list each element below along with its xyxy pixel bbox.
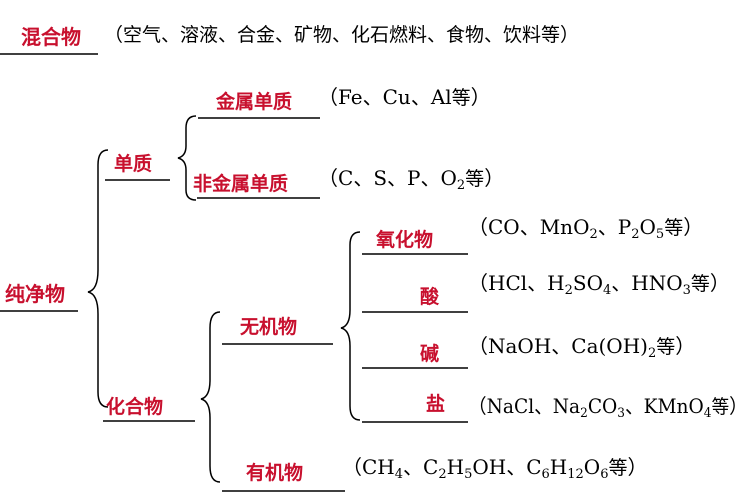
examples-acid: （HCl、H2SO4、HNO3等） [468, 271, 730, 298]
examples-salt: （NaCl、Na2CO3、KMnO4等） [468, 394, 748, 421]
examples-mixture: （空气、溶液、合金、矿物、化石燃料、食物、饮料等） [104, 24, 580, 46]
term-organic: 有机物 [246, 462, 304, 484]
examples-organic: （CH4、C2H5OH、C6H12O6等） [342, 455, 648, 482]
examples-metal: （Fe、Cu、Al等） [318, 85, 491, 109]
term-acid: 酸 [420, 286, 440, 308]
brace-element [177, 115, 197, 201]
term-mixture: 混合物 [21, 25, 81, 49]
term-salt: 盐 [426, 393, 446, 415]
term-base: 碱 [420, 343, 440, 365]
examples-nonmetal: （C、S、P、O2等） [318, 166, 505, 193]
term-metal-element: 金属单质 [216, 91, 293, 113]
brace-pure [87, 149, 109, 408]
term-inorganic: 无机物 [240, 316, 298, 338]
term-pure-substance: 纯净物 [5, 282, 65, 306]
term-compound: 化合物 [106, 396, 164, 418]
term-oxide: 氧化物 [376, 229, 434, 251]
examples-base: （NaOH、Ca(OH)2等） [468, 334, 696, 361]
examples-oxide: （CO、MnO2、P2O5等） [468, 215, 704, 242]
term-element: 单质 [114, 153, 153, 175]
brace-inorganic [340, 231, 361, 421]
brace-compound [200, 311, 221, 483]
term-nonmetal-element: 非金属单质 [193, 173, 289, 195]
